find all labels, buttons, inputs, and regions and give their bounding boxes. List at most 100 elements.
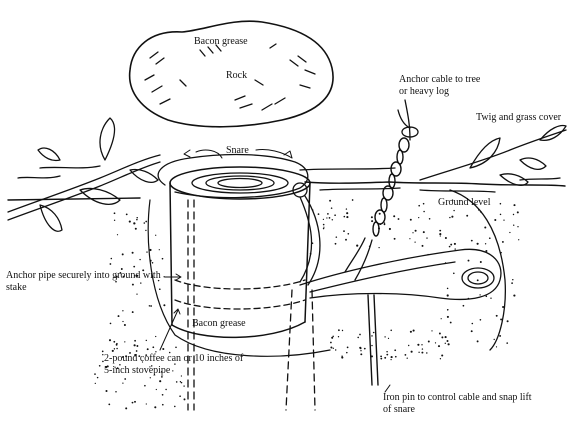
stipple-dot: [384, 224, 386, 226]
stipple-dot: [341, 357, 343, 359]
stipple-dot: [159, 249, 160, 250]
stipple-dot: [386, 354, 388, 356]
stipple-dot: [410, 219, 412, 221]
anchor-cable-label: Anchor cable to tree or heavy log: [399, 74, 480, 98]
stipple-dot: [345, 239, 347, 241]
stipple-dot: [154, 406, 156, 408]
stipple-dot: [440, 235, 441, 236]
stipple-dot: [445, 237, 447, 239]
stipple-dot: [511, 282, 513, 284]
rock-label: Rock: [226, 70, 247, 82]
stipple-dot: [447, 340, 449, 342]
stipple-dot: [410, 331, 412, 333]
stipple-dot: [152, 346, 154, 348]
stipple-dot: [441, 318, 442, 319]
stipple-dot: [509, 232, 510, 233]
stipple-dot: [390, 359, 391, 360]
stipple-dot: [110, 323, 112, 325]
twig-cover-label: Twig and grass cover: [476, 112, 561, 124]
stipple-dot: [411, 351, 413, 353]
iron-pin-illustration: [286, 290, 378, 410]
stipple-dot: [118, 315, 120, 317]
stipple-dot: [150, 260, 152, 262]
stipple-dot: [124, 324, 126, 326]
stipple-dot: [496, 346, 497, 347]
stipple-dot: [450, 322, 452, 324]
stipple-dot: [176, 381, 178, 383]
stipple-dot: [423, 231, 425, 233]
stipple-dot: [133, 222, 135, 224]
stipple-dot: [423, 203, 425, 205]
stipple-dot: [125, 407, 127, 409]
stipple-dot: [162, 348, 164, 350]
stipple-dot: [426, 237, 427, 238]
stipple-dot: [356, 245, 358, 247]
stipple-dot: [165, 389, 166, 390]
stipple-dot: [136, 350, 138, 352]
stipple-dot: [146, 340, 147, 341]
stipple-dot: [144, 222, 146, 224]
stipple-dot: [384, 357, 386, 359]
stipple-dot: [318, 213, 320, 215]
stipple-dot: [145, 221, 147, 223]
stipple-dot: [139, 259, 140, 260]
stipple-dot: [512, 279, 513, 280]
stipple-dot: [477, 279, 479, 281]
anchor-pipe-label: Anchor pipe securely into ground with st…: [6, 270, 161, 294]
stipple-dot: [95, 383, 96, 384]
stipple-dot: [422, 245, 424, 247]
stipple-dot: [110, 263, 112, 265]
stipple-dot: [388, 338, 389, 339]
left-branch-illustration: [8, 118, 160, 231]
stipple-dot: [479, 294, 480, 295]
stipple-dot: [174, 406, 176, 408]
stipple-dot: [439, 333, 441, 335]
stipple-dot: [335, 349, 336, 350]
stipple-dot: [394, 349, 396, 351]
stipple-dot: [149, 249, 151, 251]
stipple-dot: [454, 248, 455, 249]
stipple-dot: [144, 385, 146, 387]
stipple-dot: [323, 219, 324, 220]
stipple-dot: [326, 217, 327, 218]
stipple-dot: [484, 226, 486, 228]
stipple-dot: [414, 241, 415, 242]
stipple-dot: [380, 358, 382, 360]
stipple-dot: [494, 339, 495, 340]
iron-pin-label: Iron pin to control cable and snap lift …: [383, 392, 532, 416]
stipple-dot: [513, 295, 515, 297]
stipple-dot: [500, 203, 502, 205]
stipple-dot: [360, 350, 361, 351]
stipple-dot: [342, 330, 343, 331]
spring-assembly-illustration: [300, 238, 501, 299]
stipple-dot: [449, 217, 450, 218]
stipple-dot: [344, 216, 346, 218]
stipple-dot: [373, 332, 375, 334]
stipple-dot: [395, 356, 397, 358]
stipple-dot: [379, 213, 381, 215]
stipple-dot: [500, 214, 502, 216]
stipple-dot: [386, 351, 387, 352]
stipple-dot: [323, 227, 324, 228]
stipple-dot: [439, 230, 441, 232]
stipple-dot: [507, 320, 509, 322]
stipple-dot: [331, 207, 333, 209]
stipple-dot: [371, 335, 373, 337]
stipple-dot: [136, 217, 137, 218]
stipple-dot: [490, 298, 491, 299]
stipple-dot: [149, 305, 150, 306]
stipple-dot: [327, 213, 329, 215]
bacon-grease-bottom-label: Bacon grease: [192, 318, 246, 330]
stipple-dot: [517, 211, 519, 213]
stipple-dot: [329, 200, 331, 202]
stipple-dot: [423, 211, 425, 213]
stipple-dot: [441, 336, 443, 338]
stipple-dot: [499, 335, 501, 337]
stipple-dot: [480, 261, 482, 263]
stipple-dot: [471, 323, 473, 325]
stipple-dot: [132, 252, 134, 254]
stipple-dot: [330, 346, 332, 348]
stipple-dot: [347, 347, 349, 349]
